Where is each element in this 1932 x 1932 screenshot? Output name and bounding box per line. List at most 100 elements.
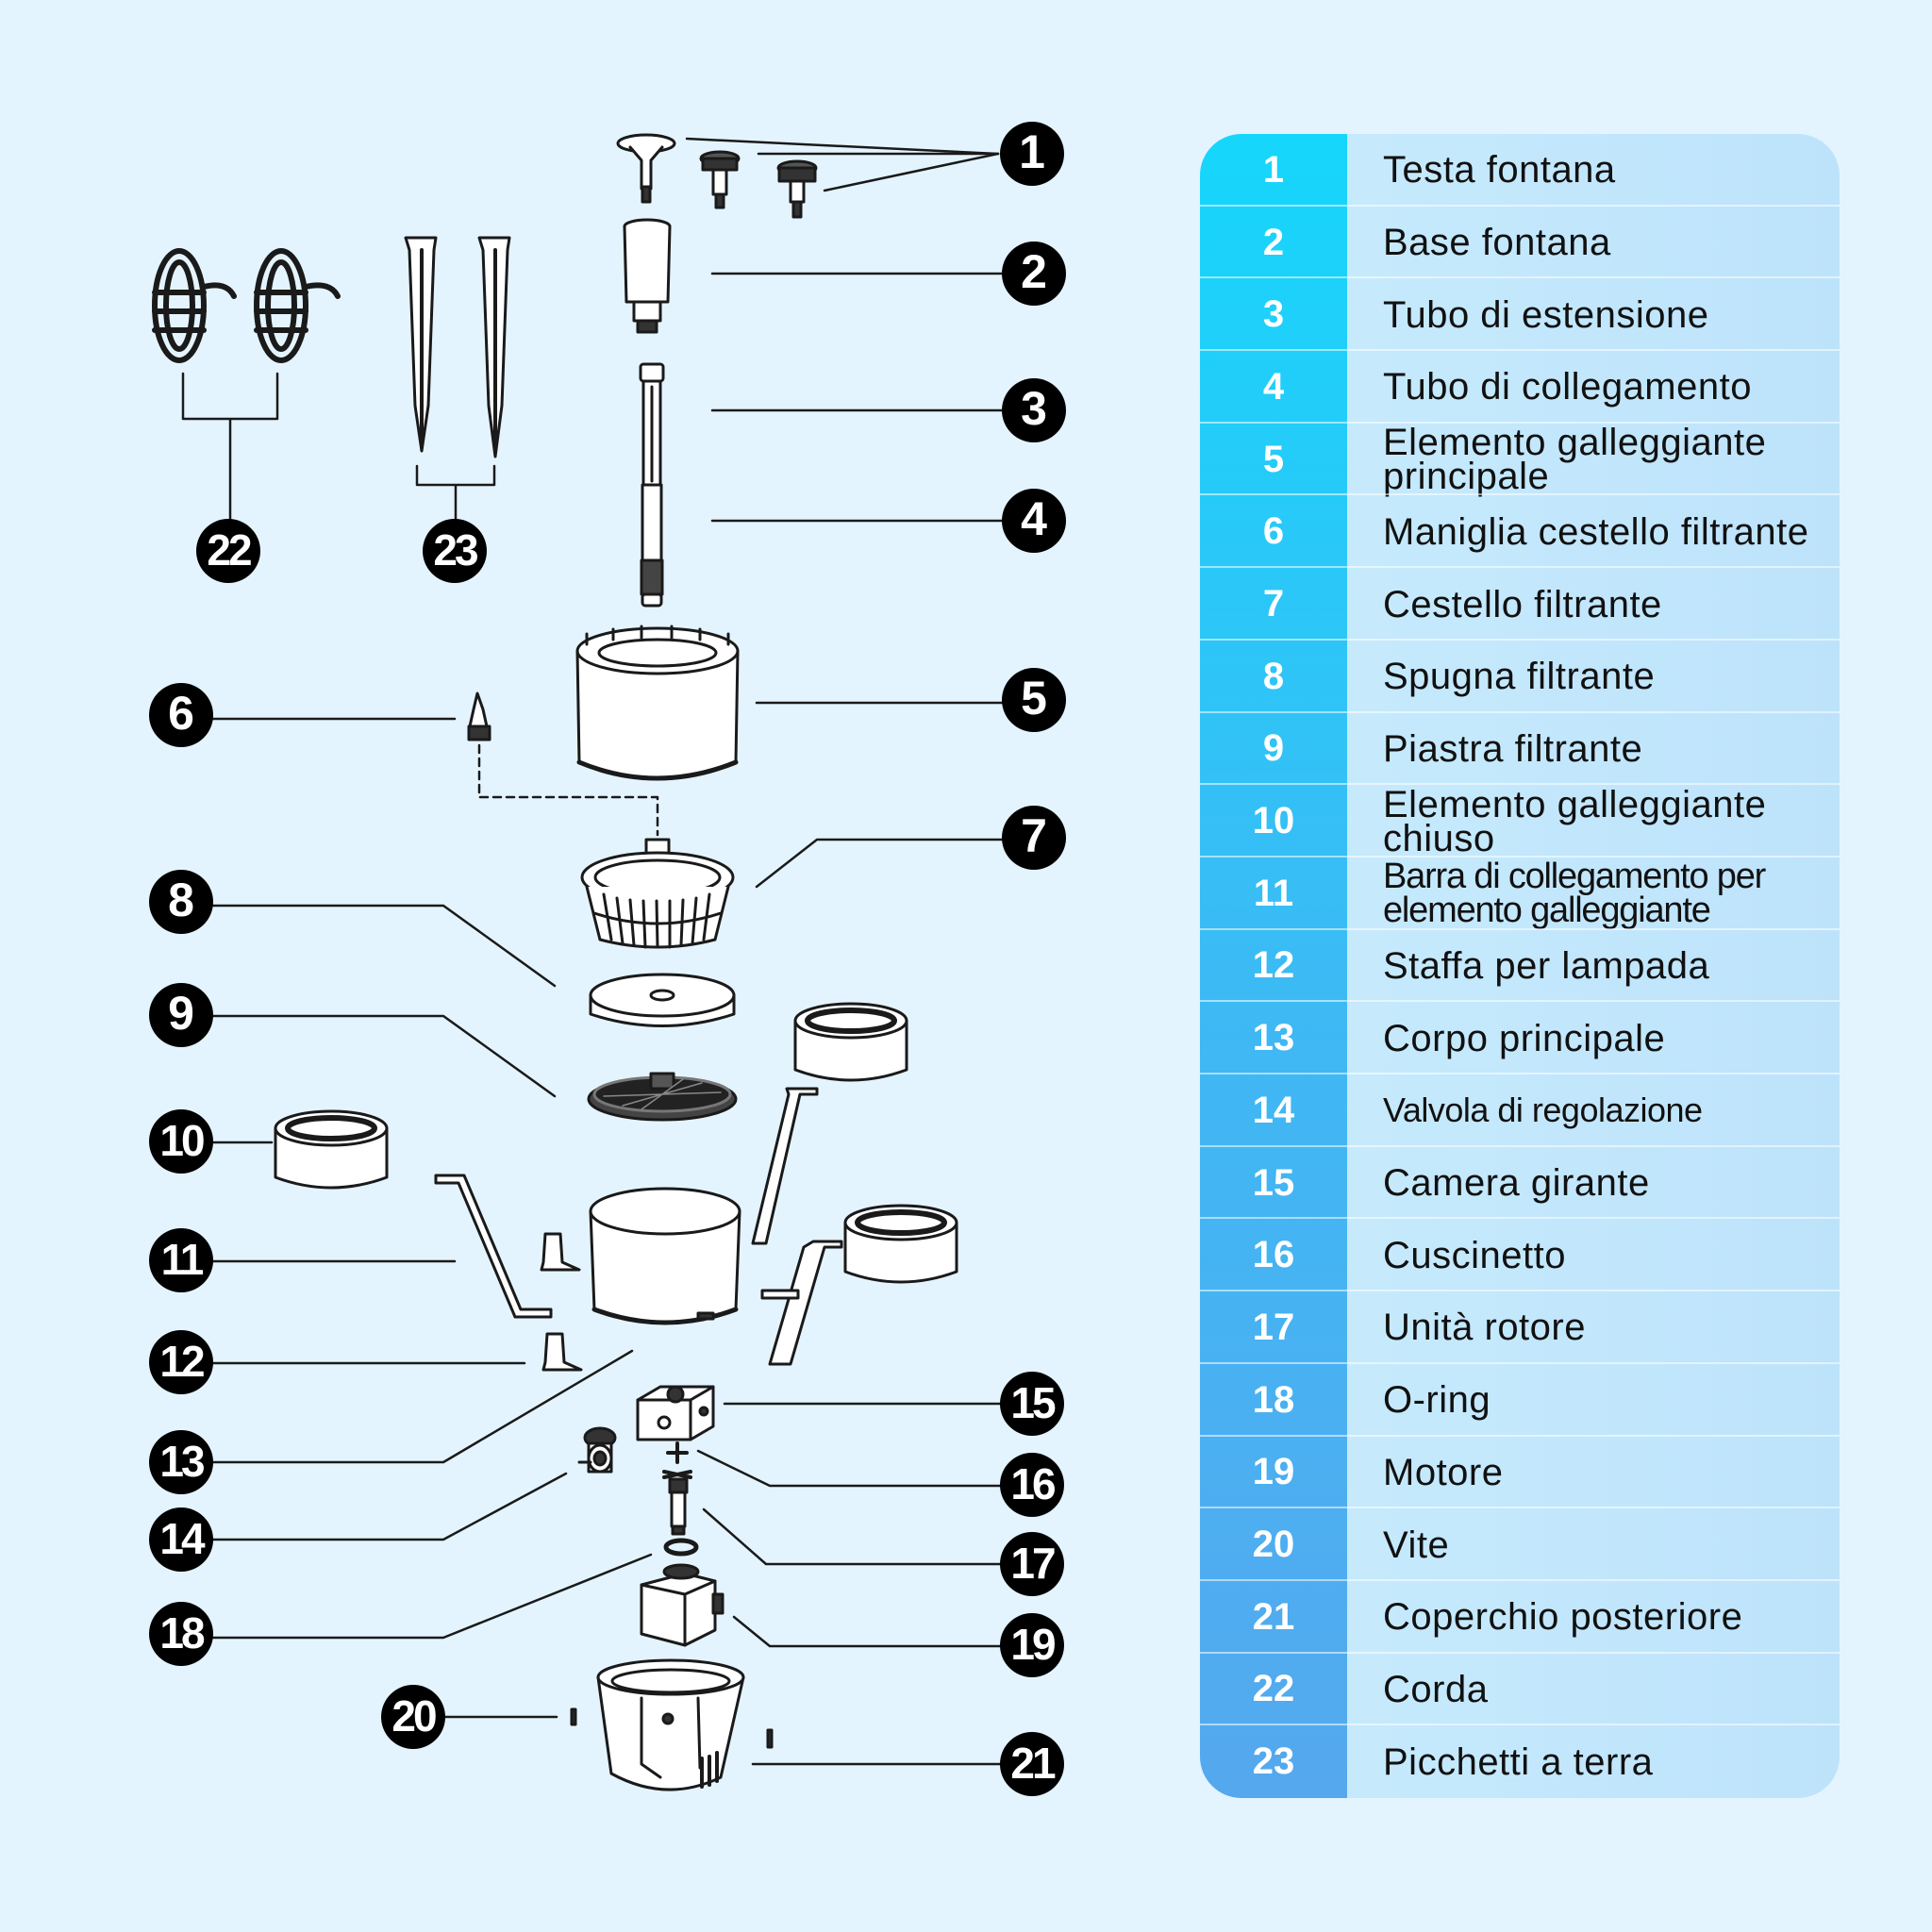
part-basket-handle <box>467 691 659 837</box>
callout-number: 6 <box>168 687 194 740</box>
callout-number: 12 <box>159 1337 204 1386</box>
callout-badge: 13 <box>149 1430 213 1494</box>
legend-part-name: Camera girante <box>1383 1162 1650 1205</box>
legend-number: 9 <box>1262 727 1285 770</box>
callout-circle <box>1000 1372 1064 1436</box>
legend-number: 21 <box>1252 1595 1295 1638</box>
callout-number: 19 <box>1010 1620 1055 1669</box>
legend-part-name: Testa fontana <box>1383 149 1616 192</box>
callout-circle <box>1000 1453 1064 1517</box>
part-closed-float <box>274 1002 958 1284</box>
legend-number: 1 <box>1262 148 1285 191</box>
legend-part-name: Corda <box>1383 1668 1489 1710</box>
legend-part-name: Maniglia cestello filtrante <box>1383 510 1809 553</box>
part-float-connecting-bar <box>434 1087 843 1366</box>
callout-badge: 8 <box>149 870 213 934</box>
callout-badge: 17 <box>1000 1532 1064 1596</box>
legend-number: 16 <box>1252 1234 1295 1276</box>
legend-part-name: Spugna filtrante <box>1383 656 1656 698</box>
legend-row-divider <box>1200 493 1840 496</box>
callout-badge: 15 <box>1000 1372 1064 1436</box>
callout-number: 1 <box>1019 125 1045 178</box>
legend-part-name: O-ring <box>1383 1379 1491 1422</box>
legend-part-name: Vite <box>1383 1524 1450 1566</box>
part-o-ring <box>663 1538 699 1557</box>
legend-row-divider <box>1200 1290 1840 1292</box>
callout-circle <box>1000 1732 1064 1796</box>
legend-row: 15 Camera girante <box>1200 1147 1840 1220</box>
callout-circle <box>1002 489 1066 553</box>
callout-badge: 11 <box>149 1228 213 1292</box>
legend-row: 9 Piastra filtrante <box>1200 713 1840 786</box>
legend-row-divider <box>1200 927 1840 930</box>
legend-part-name: Staffa per lampada <box>1383 944 1710 987</box>
leader-lines <box>181 137 1008 1766</box>
legend-part-name: Corpo principale <box>1383 1017 1666 1059</box>
legend-part-name: Base fontana <box>1383 222 1611 264</box>
legend-part-name: Cestello filtrante <box>1383 583 1662 625</box>
callout-number: 13 <box>159 1437 204 1486</box>
callout-number: 2 <box>1021 245 1047 298</box>
callout-number: 15 <box>1010 1378 1056 1427</box>
callout-circle <box>423 519 487 583</box>
callout-circle <box>149 1507 213 1572</box>
legend-row-divider <box>1200 1578 1840 1581</box>
legend-part-name: Elemento galleggiante principale <box>1383 422 1767 498</box>
legend-row-divider <box>1200 421 1840 424</box>
legend-row-divider <box>1200 1724 1840 1726</box>
part-main-body <box>589 1187 741 1325</box>
part-filter-plate <box>587 1072 738 1122</box>
callout-circle <box>1002 242 1066 306</box>
part-extension-tube <box>639 362 665 487</box>
callout-number: 3 <box>1021 382 1047 435</box>
legend-number: 5 <box>1262 438 1285 480</box>
legend-number: 8 <box>1262 655 1285 697</box>
callout-badge: 2 <box>1002 242 1066 306</box>
callout-number: 5 <box>1021 672 1047 724</box>
legend-part-name: Valvola di regolazione <box>1383 1091 1703 1130</box>
callout-number: 20 <box>391 1691 436 1740</box>
callout-number: 10 <box>159 1116 204 1165</box>
legend-number: 6 <box>1262 510 1285 553</box>
legend-number: 20 <box>1252 1524 1295 1566</box>
callout-circle <box>1000 122 1064 186</box>
callout-badge: 16 <box>1000 1453 1064 1517</box>
callout-circle <box>381 1685 445 1749</box>
callout-number: 9 <box>168 987 194 1040</box>
legend-row-divider <box>1200 349 1840 352</box>
part-main-float <box>575 625 740 781</box>
callout-circle <box>1002 806 1066 870</box>
legend-number: 7 <box>1262 583 1285 625</box>
legend-row: 6 Maniglia cestello filtrante <box>1200 495 1840 569</box>
legend-number-column <box>1200 134 1347 1798</box>
legend-number: 14 <box>1252 1089 1295 1131</box>
callout-badge: 7 <box>1002 806 1066 870</box>
legend-part-name: Piastra filtrante <box>1383 727 1643 770</box>
legend-number: 10 <box>1252 800 1295 842</box>
callout-circle <box>1000 1532 1064 1596</box>
callout-badge: 3 <box>1002 378 1066 442</box>
part-adjustment-valve <box>577 1426 617 1474</box>
legend-number: 2 <box>1262 221 1285 263</box>
legend-number: 19 <box>1252 1451 1295 1493</box>
callout-circle <box>1002 668 1066 732</box>
callout-number: 22 <box>207 525 251 575</box>
callout-badge: 22 <box>196 519 260 583</box>
legend-number: 15 <box>1252 1161 1295 1204</box>
legend-row-divider <box>1200 204 1840 207</box>
legend-row-divider <box>1200 783 1840 786</box>
callout-circle <box>196 519 260 583</box>
legend-row-divider <box>1200 1361 1840 1364</box>
callout-circle <box>149 1602 213 1666</box>
legend-number: 12 <box>1252 944 1295 987</box>
legend-row: 7 Cestello filtrante <box>1200 568 1840 641</box>
legend-row-divider <box>1200 855 1840 858</box>
